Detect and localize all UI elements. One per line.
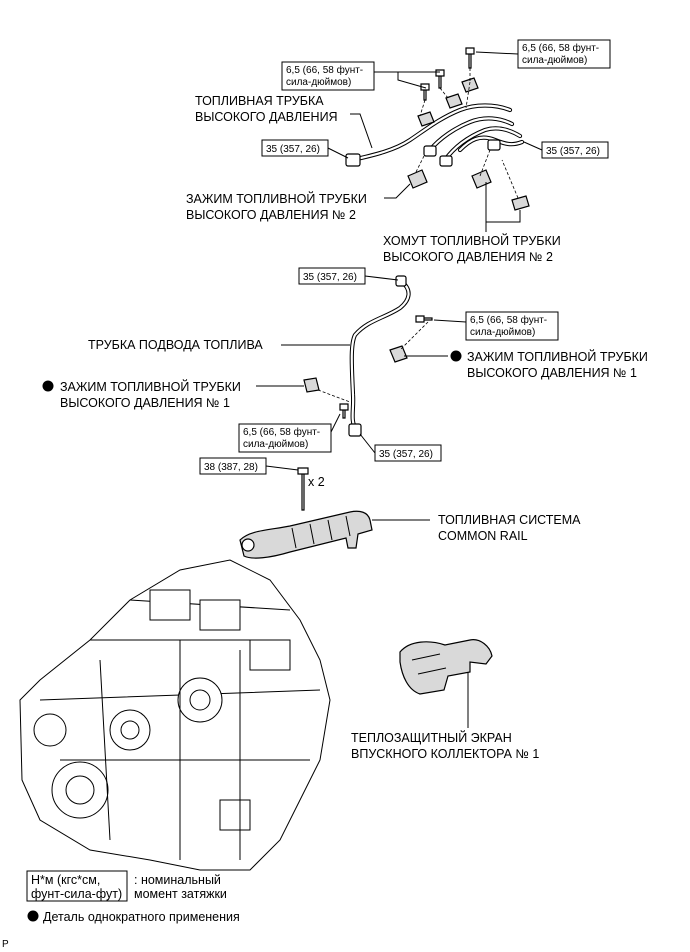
common-rail-drawing [239, 467, 373, 559]
svg-text:6,5 (66, 58 фунт-: 6,5 (66, 58 фунт- [522, 42, 599, 54]
single-use-dot-icon [450, 350, 462, 362]
torque-box-t8: 35 (357, 26) [359, 433, 442, 462]
svg-text:35 (357, 26): 35 (357, 26) [303, 272, 357, 283]
torque-box-t3: 35 (357, 26) [261, 139, 349, 159]
svg-text:6,5 (66, 58 фунт-: 6,5 (66, 58 фунт- [470, 314, 547, 326]
svg-text:фунт-сила-фут): фунт-сила-фут) [31, 887, 122, 901]
fuel-inlet-pipe-drawing [303, 275, 433, 437]
svg-text:сила-дюймов): сила-дюймов) [522, 55, 587, 66]
svg-text:35 (357, 26): 35 (357, 26) [266, 144, 320, 155]
svg-text:момент затяжки: момент затяжки [134, 887, 227, 901]
torque-box-t4: 35 (357, 26) [523, 141, 609, 159]
svg-text:38 (387, 28): 38 (387, 28) [204, 462, 258, 473]
label-common-rail: ТОПЛИВНАЯ СИСТЕМА COMMON RAIL [372, 513, 581, 543]
svg-text:ВЫСОКОГО ДАВЛЕНИЯ: ВЫСОКОГО ДАВЛЕНИЯ [195, 110, 338, 124]
svg-text:Н*м (кгс*см,: Н*м (кгс*см, [31, 873, 100, 887]
svg-text:ВЫСОКОГО ДАВЛЕНИЯ № 1: ВЫСОКОГО ДАВЛЕНИЯ № 1 [467, 366, 637, 380]
svg-text:: номинальный: : номинальный [134, 873, 221, 887]
label-clamp-no1-right: ЗАЖИМ ТОПЛИВНОЙ ТРУБКИ ВЫСОКОГО ДАВЛЕНИЯ… [404, 349, 648, 380]
label-high-pressure-pipe: ТОПЛИВНАЯ ТРУБКА ВЫСОКОГО ДАВЛЕНИЯ [195, 94, 373, 149]
torque-box-t6: 6,5 (66, 58 фунт- сила-дюймов) [433, 311, 559, 341]
svg-text:6,5 (66, 58 фунт-: 6,5 (66, 58 фунт- [243, 426, 320, 438]
high-pressure-pipe-drawing [345, 47, 530, 211]
bolt-quantity: x 2 [308, 475, 325, 489]
svg-text:ТОПЛИВНАЯ ТРУБКА: ТОПЛИВНАЯ ТРУБКА [195, 94, 324, 108]
svg-text:COMMON RAIL: COMMON RAIL [438, 529, 528, 543]
svg-text:ВЫСОКОГО ДАВЛЕНИЯ № 2: ВЫСОКОГО ДАВЛЕНИЯ № 2 [186, 208, 356, 222]
svg-text:Деталь однократного применения: Деталь однократного применения [43, 910, 240, 924]
heat-shield-drawing [399, 639, 493, 695]
engine-block-drawing [19, 559, 331, 871]
label-heat-shield: ТЕПЛОЗАЩИТНЫЙ ЭКРАН ВПУСКНОГО КОЛЛЕКТОРА… [351, 672, 539, 761]
svg-text:сила-дюймов): сила-дюймов) [470, 327, 535, 338]
svg-text:ВЫСОКОГО ДАВЛЕНИЯ № 1: ВЫСОКОГО ДАВЛЕНИЯ № 1 [60, 396, 230, 410]
single-use-dot-icon [27, 910, 39, 922]
svg-text:ЗАЖИМ ТОПЛИВНОЙ ТРУБКИ: ЗАЖИМ ТОПЛИВНОЙ ТРУБКИ [467, 349, 648, 364]
legend: Н*м (кгс*см, фунт-сила-фут) : номинальны… [26, 870, 240, 924]
svg-text:ВЫСОКОГО ДАВЛЕНИЯ № 2: ВЫСОКОГО ДАВЛЕНИЯ № 2 [383, 250, 553, 264]
label-clamp-no1-left: ЗАЖИМ ТОПЛИВНОЙ ТРУБКИ ВЫСОКОГО ДАВЛЕНИЯ… [42, 379, 304, 410]
torque-box-t1: 6,5 (66, 58 фунт- сила-дюймов) [475, 39, 611, 69]
torque-box-t5: 35 (357, 26) [298, 267, 399, 285]
svg-text:ТРУБКА ПОДВОДА ТОПЛИВА: ТРУБКА ПОДВОДА ТОПЛИВА [88, 338, 263, 352]
label-collar-no2: ХОМУТ ТОПЛИВНОЙ ТРУБКИ ВЫСОКОГО ДАВЛЕНИЯ… [383, 182, 561, 264]
svg-text:сила-дюймов): сила-дюймов) [286, 77, 351, 88]
torque-box-t2: 6,5 (66, 58 фунт- сила-дюймов) [281, 61, 440, 91]
svg-text:ЗАЖИМ ТОПЛИВНОЙ ТРУБКИ: ЗАЖИМ ТОПЛИВНОЙ ТРУБКИ [60, 379, 241, 394]
svg-text:ТЕПЛОЗАЩИТНЫЙ ЭКРАН: ТЕПЛОЗАЩИТНЫЙ ЭКРАН [351, 730, 512, 745]
svg-text:ТОПЛИВНАЯ СИСТЕМА: ТОПЛИВНАЯ СИСТЕМА [438, 513, 581, 527]
label-clamp-no2: ЗАЖИМ ТОПЛИВНОЙ ТРУБКИ ВЫСОКОГО ДАВЛЕНИЯ… [186, 183, 411, 222]
svg-text:ХОМУТ ТОПЛИВНОЙ ТРУБКИ: ХОМУТ ТОПЛИВНОЙ ТРУБКИ [383, 233, 561, 248]
svg-text:35 (357, 26): 35 (357, 26) [546, 146, 600, 157]
svg-text:6,5 (66, 58 фунт-: 6,5 (66, 58 фунт- [286, 64, 363, 76]
svg-text:35 (357, 26): 35 (357, 26) [379, 449, 433, 460]
svg-text:сила-дюймов): сила-дюймов) [243, 439, 308, 450]
single-use-dot-icon [42, 380, 54, 392]
svg-text:ВПУСКНОГО КОЛЛЕКТОРА № 1: ВПУСКНОГО КОЛЛЕКТОРА № 1 [351, 747, 539, 761]
torque-box-t9: 38 (387, 28) [199, 457, 299, 475]
label-fuel-inlet-pipe: ТРУБКА ПОДВОДА ТОПЛИВА [88, 338, 350, 352]
svg-text:ЗАЖИМ ТОПЛИВНОЙ ТРУБКИ: ЗАЖИМ ТОПЛИВНОЙ ТРУБКИ [186, 191, 367, 206]
torque-box-t7: 6,5 (66, 58 фунт- сила-дюймов) [238, 413, 341, 453]
corner-mark: P [2, 939, 9, 950]
